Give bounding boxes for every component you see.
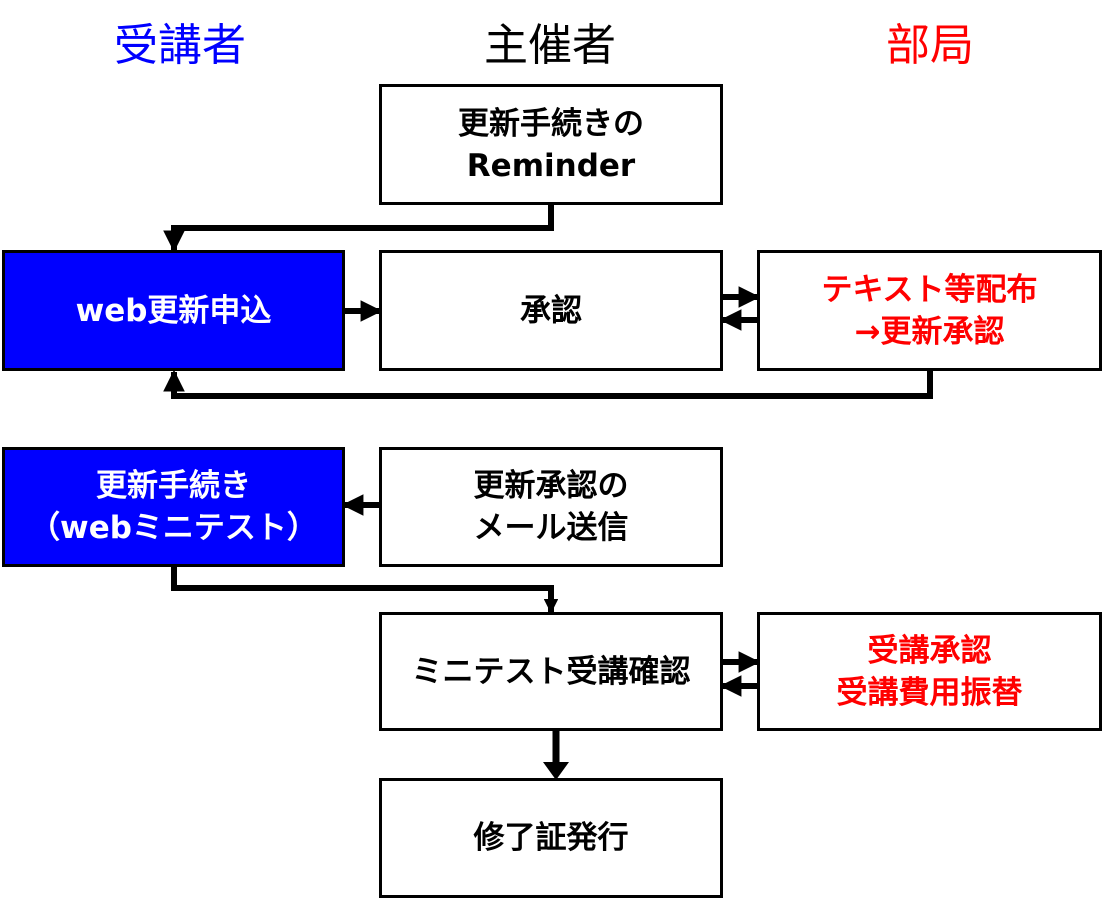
box-approval-mail: 更新承認の メール送信 [379,447,723,567]
box-approval-mail-line-2: メール送信 [473,510,629,546]
box-renewal-procedure-line-2: （webミニテスト） [29,510,318,546]
box-text-distribution: テキスト等配布 →更新承認 [757,250,1102,371]
column-header-department: 部局 [886,20,974,71]
box-renewal-procedure: 更新手続き （webミニテスト） [2,447,345,567]
box-text-distribution-line-2: →更新承認 [854,313,1005,350]
arrow-renewal-procedure-to-minitest-confirm [171,566,559,614]
box-attendance-approval-line-1: 受講承認 [867,632,992,669]
box-renewal-procedure-line-1: 更新手続き [96,468,251,504]
box-certificate: 修了証発行 [379,778,723,898]
box-reminder-line-2: Reminder [466,147,636,184]
arrow-reminder-to-web-apply [163,204,554,253]
box-approval-mail-line-1: 更新承認の [473,468,629,504]
column-header-organizer: 主催者 [484,20,616,71]
box-web-apply-line-1: web更新申込 [75,292,272,329]
box-web-apply: web更新申込 [2,250,345,371]
column-header-trainee: 受講者 [114,20,246,71]
box-reminder: 更新手続きの Reminder [379,84,723,205]
box-reminder-line-1: 更新手続きの [458,105,644,142]
box-text-distribution-line-1: テキスト等配布 [821,271,1038,308]
box-attendance-approval-line-2: 受講費用振替 [836,674,1023,711]
box-minitest-confirm: ミニテスト受講確認 [379,612,723,731]
box-approval: 承認 [379,250,723,371]
arrowhead-certificate [543,762,569,780]
box-approval-line-1: 承認 [520,292,582,329]
box-certificate-line-1: 修了証発行 [473,820,629,856]
box-attendance-approval: 受講承認 受講費用振替 [757,612,1102,731]
box-minitest-confirm-line-1: ミニテスト受講確認 [411,653,691,690]
arrow-text-distribution-to-web-apply [163,369,933,399]
